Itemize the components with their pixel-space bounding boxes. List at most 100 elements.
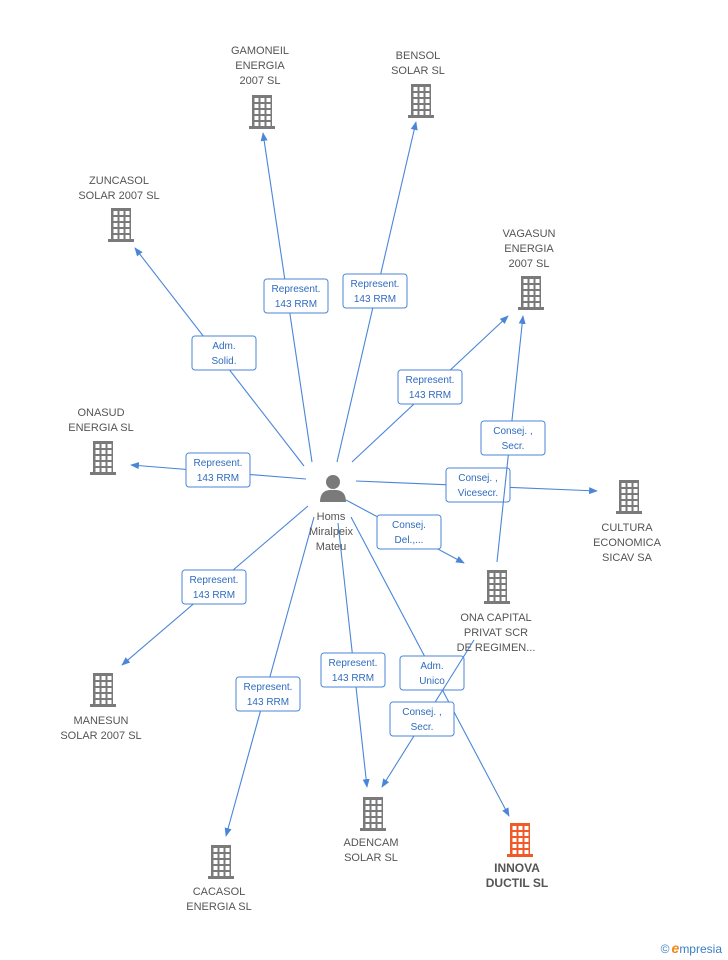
relation-label-text: Represent. — [406, 375, 455, 386]
node-label-line: ENERGIA — [235, 60, 285, 72]
relation-label-box[interactable] — [181, 569, 247, 605]
relation-label-box[interactable] — [397, 369, 463, 405]
relation-label-text: Adm. — [212, 341, 235, 352]
building-icon — [360, 797, 386, 831]
relation-edge[interactable]: Consej. ,Secr. — [381, 639, 475, 788]
building-icon — [507, 823, 533, 857]
relation-label-text: Adm. — [420, 661, 443, 672]
brand-footer[interactable]: ©empresia — [661, 940, 722, 956]
relation-label-box[interactable] — [389, 701, 455, 737]
relation-edge[interactable]: Consej. Del.,... — [345, 499, 465, 564]
node-label-line: SOLAR 2007 SL — [60, 730, 141, 742]
relation-edge[interactable]: Represent. 143 RRM — [320, 522, 386, 788]
node-label-line: ADENCAM — [343, 837, 398, 849]
relation-label-text: Consej. — [392, 520, 426, 531]
building-icon — [408, 84, 434, 118]
node-label-line: ONA CAPITAL — [460, 612, 531, 624]
building-icon — [90, 441, 116, 475]
building-icon — [249, 95, 275, 129]
node-label-line: Miralpeix — [309, 526, 354, 538]
relation-label-text: 143 RRM — [275, 299, 317, 310]
relation-label-text: 143 RRM — [354, 294, 396, 305]
company-node-vagasun[interactable]: VAGASUN ENERGIA 2007 SL — [503, 228, 556, 310]
relation-label-box[interactable] — [480, 420, 546, 456]
relation-label-text: Consej. , — [458, 473, 497, 484]
node-label-line: ENERGIA — [504, 243, 554, 255]
building-icon — [108, 208, 134, 242]
relation-edge[interactable]: Represent. 143 RRM — [121, 505, 309, 666]
relation-label-text: Represent. — [244, 682, 293, 693]
relation-label-box[interactable] — [445, 467, 511, 503]
node-label-line: GAMONEIL — [231, 45, 289, 57]
company-node-cacasol[interactable]: CACASOL ENERGIA SL — [186, 845, 252, 913]
relation-label-text: Secr. — [411, 722, 434, 733]
relation-edge[interactable]: Consej. , Vicesecr. — [355, 467, 598, 503]
relation-label-box[interactable] — [235, 676, 301, 712]
relation-label-box[interactable] — [342, 273, 408, 309]
node-label-line: ONASUD — [77, 407, 124, 419]
node-label-line: SICAV SA — [602, 552, 653, 564]
relation-label-text: 143 RRM — [193, 590, 235, 601]
relation-label-text: Del.,... — [395, 535, 424, 546]
relation-label-text: Unico — [419, 676, 445, 687]
relation-label-box[interactable] — [320, 652, 386, 688]
relation-label-text: Represent. — [329, 658, 378, 669]
relation-label-text: Represent. — [190, 575, 239, 586]
relation-edge[interactable]: Consej. , Secr. — [480, 315, 546, 563]
empresia-logo-text: mpresia — [679, 942, 722, 956]
relation-label-box[interactable] — [376, 514, 442, 550]
relation-edge[interactable]: Represent. 143 RRM — [224, 516, 315, 837]
relation-label-text: Vicesecr. — [458, 488, 498, 499]
node-label-line: DUCTIL SL — [486, 876, 548, 890]
relation-edge[interactable]: Represent. 143 RRM — [260, 132, 329, 463]
node-label-line: 2007 SL — [509, 258, 550, 270]
node-label-line: ECONOMICA — [593, 537, 662, 549]
relation-label-text: Represent. — [194, 458, 243, 469]
relation-edge[interactable]: Represent.143 RRM — [336, 121, 418, 463]
node-label-line: Mateu — [316, 541, 347, 553]
relation-label-text: 143 RRM — [247, 697, 289, 708]
relation-edge[interactable]: Adm. Solid. — [134, 247, 305, 467]
relation-label-text: Represent. — [272, 284, 321, 295]
node-label-line: Homs — [317, 511, 346, 523]
company-node-onasud[interactable]: ONASUD ENERGIA SL — [68, 407, 134, 475]
relation-label-text: 143 RRM — [409, 390, 451, 401]
relation-label-text: Solid. — [211, 356, 236, 367]
building-icon — [518, 276, 544, 310]
person-icon — [320, 475, 346, 502]
relation-label-text: Consej. , — [493, 426, 532, 437]
building-icon — [208, 845, 234, 879]
relation-label-text: 143 RRM — [197, 473, 239, 484]
relation-edge[interactable]: Represent. 143 RRM — [130, 452, 307, 488]
node-label-line: VAGASUN — [503, 228, 556, 240]
company-node-ona[interactable]: ONA CAPITAL PRIVAT SCR DE REGIMEN... — [457, 570, 536, 654]
relation-label-text: Secr. — [502, 441, 525, 452]
relation-label-box[interactable] — [263, 278, 329, 314]
node-label-line: ENERGIA SL — [186, 901, 251, 913]
relation-label-box[interactable] — [191, 335, 257, 371]
node-label-line: PRIVAT SCR — [464, 627, 528, 639]
relation-edge[interactable]: Represent. 143 RRM — [351, 315, 509, 463]
node-label-line: CACASOL — [193, 886, 246, 898]
node-label-line: DE REGIMEN... — [457, 642, 536, 654]
copyright-symbol: © — [660, 942, 670, 956]
building-icon — [616, 480, 642, 514]
building-icon — [90, 673, 116, 707]
node-label-line: SOLAR 2007 SL — [78, 190, 159, 202]
empresia-logo-initial: e — [671, 940, 680, 956]
company-node-cultura[interactable]: CULTURA ECONOMICA SICAV SA — [593, 480, 662, 564]
relation-label-box[interactable] — [185, 452, 251, 488]
node-label-line: INNOVA — [494, 861, 540, 875]
node-label-line: ENERGIA SL — [68, 422, 133, 434]
node-label-line: CULTURA — [601, 522, 653, 534]
relation-label-text: 143 RRM — [332, 673, 374, 684]
